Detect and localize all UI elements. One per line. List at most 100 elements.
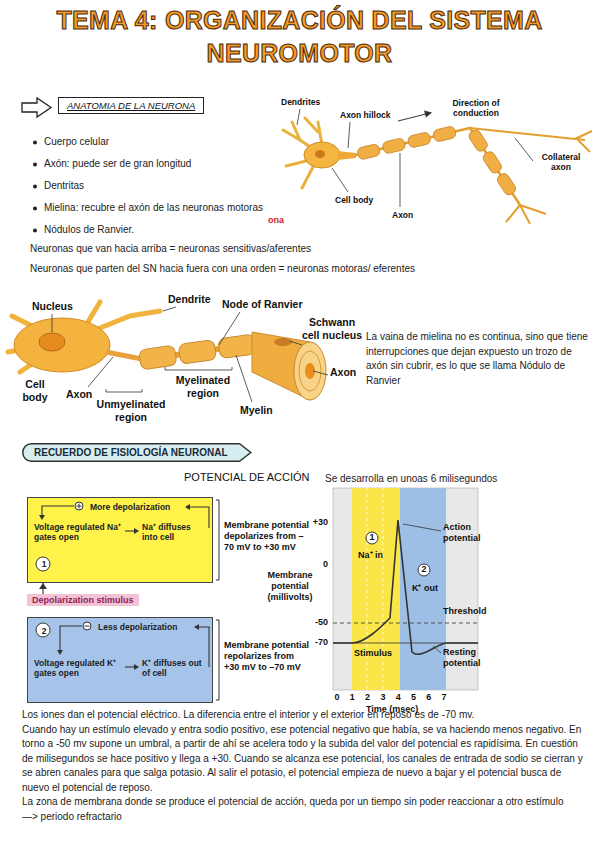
plus-sign: [77, 504, 82, 509]
paragraph: Cuando hay un estímulo elevado y entra s…: [22, 723, 587, 796]
note-text: Se desarrolla en unoas 6 milisegundos: [325, 473, 497, 485]
part-label: Cell body: [335, 195, 373, 205]
curve-label: Stimulus: [354, 648, 392, 659]
leader-lines: [163, 307, 176, 311]
dendrite-branches: [292, 122, 300, 140]
axis-tick: 4: [394, 692, 402, 703]
schwann-nucleus: [274, 338, 292, 346]
feedback-arrows: [60, 626, 82, 650]
myelin-segments: [382, 138, 406, 155]
myelin-segments: [481, 150, 503, 175]
minus-symbol: [83, 622, 91, 630]
dendrite-branches: [95, 311, 160, 330]
process-panel: Less depolarizationVoltage regulated K⁺ …: [27, 617, 213, 703]
direction-arrow: [398, 114, 426, 121]
section-banner: RECUERDO DE FISIOLOGÍA NEURONAL: [22, 443, 252, 462]
leader-lines: [297, 109, 533, 207]
callout-number: 1: [40, 559, 48, 569]
myelin-segments: [407, 132, 431, 149]
part-label: Axon: [66, 388, 92, 401]
phase-label: K⁺ out: [412, 583, 438, 594]
bullet-dots: [33, 141, 37, 145]
bullet-dots: [33, 141, 37, 233]
part-label: Dendrites: [281, 97, 320, 107]
paragraph: La zona de membrana donde se produce el …: [22, 795, 587, 810]
myelin-segments: [178, 340, 216, 365]
part-label: Node of Ranvier: [222, 298, 303, 311]
bullet-text: Dentritas: [44, 180, 84, 192]
box-text: ANATOMIA DE LA NEURONA: [67, 100, 195, 111]
axis-title: Membrane potential (millivolts): [262, 570, 318, 603]
paragraph-block: Los iones dan el potencial eléctrico. La…: [22, 708, 587, 824]
potassium-phase-band: [400, 488, 446, 690]
myelin-segments: [467, 128, 489, 153]
part-label: Myelin: [240, 404, 273, 417]
leader-lines: [52, 314, 53, 332]
leader-lines: [219, 312, 240, 345]
leader-lines: [165, 367, 232, 370]
cropped-text: ona: [268, 215, 284, 226]
cell-body: [14, 318, 110, 372]
axis-title: Time (msec): [366, 704, 418, 715]
collateral-axon: [470, 128, 592, 152]
grid-lines: [367, 488, 383, 690]
callout-number: 2: [40, 626, 48, 636]
arrowheads: [39, 515, 45, 520]
myelin-segments: [139, 333, 261, 370]
bullet-dots: [33, 229, 37, 233]
phase-label: Na⁺ in: [358, 550, 383, 561]
axis-tick: 0: [300, 559, 328, 570]
nucleus: [39, 333, 65, 351]
note-text: Neuronas que parten del SN hacia fuera c…: [30, 263, 415, 275]
leader-lines: [400, 153, 401, 207]
part-label: Nucleus: [32, 300, 73, 313]
bullet-dots: [33, 185, 37, 189]
leader-lines: [348, 122, 350, 148]
feedback-arrows: [190, 507, 209, 528]
arrowhead: [39, 583, 47, 589]
feedback-arrows: [125, 666, 134, 667]
leader-lines: [515, 138, 533, 161]
bullet-text: Axón: puede ser de gran longitud: [44, 158, 191, 170]
part-label: Axon hillock: [340, 110, 391, 120]
threshold-line: [333, 623, 478, 624]
note-text: Neuronas que van hacia arriba = neuronas…: [30, 243, 311, 255]
cell-body: [304, 142, 340, 168]
axis-tick: 1: [348, 692, 356, 703]
arrowheads: [57, 650, 63, 655]
part-label: Collateral axon: [535, 152, 587, 173]
part-label: Axon: [330, 366, 356, 379]
callout-circle: [36, 623, 50, 637]
feedback-arrows: [125, 530, 134, 531]
bullet-dots: [33, 163, 37, 167]
leader-lines: [236, 355, 252, 402]
axis-tick: 7: [440, 692, 448, 703]
chart-title: POTENCIAL DE ACCIÓN: [184, 471, 310, 484]
myelin-segments: [357, 143, 381, 160]
paragraph: —> periodo refractario: [22, 810, 587, 825]
part-label: Cell body: [14, 378, 56, 404]
note-text: La vaina de mielina no es continua, sino…: [366, 330, 591, 388]
leader-lines: [403, 524, 441, 653]
callout-circle: [36, 557, 50, 571]
leader-lines: [297, 109, 300, 125]
curve-label: Threshold: [443, 606, 487, 617]
panel-fill: [27, 617, 213, 703]
bracket-label: Membrane potential repolarizes from +30 …: [224, 640, 310, 673]
axis-tick: 5: [410, 692, 418, 703]
panel-text: Na⁺ diffuses into cell: [142, 522, 204, 543]
dendrite-branches: [88, 302, 100, 322]
feedback-arrows: [42, 506, 74, 515]
leader-lines: [52, 307, 328, 402]
stimulus-box: Depolarization stimulus: [27, 594, 139, 606]
part-label: Myelinated region: [172, 374, 234, 400]
unmyelinated-axon: [106, 352, 142, 359]
axis-tick: 6: [425, 692, 433, 703]
arrowheads: [185, 504, 190, 510]
dendrite-branches: [302, 165, 314, 188]
myelin-segments: [432, 126, 456, 143]
panel-text: K⁺ diffuses out of cell: [142, 658, 204, 679]
